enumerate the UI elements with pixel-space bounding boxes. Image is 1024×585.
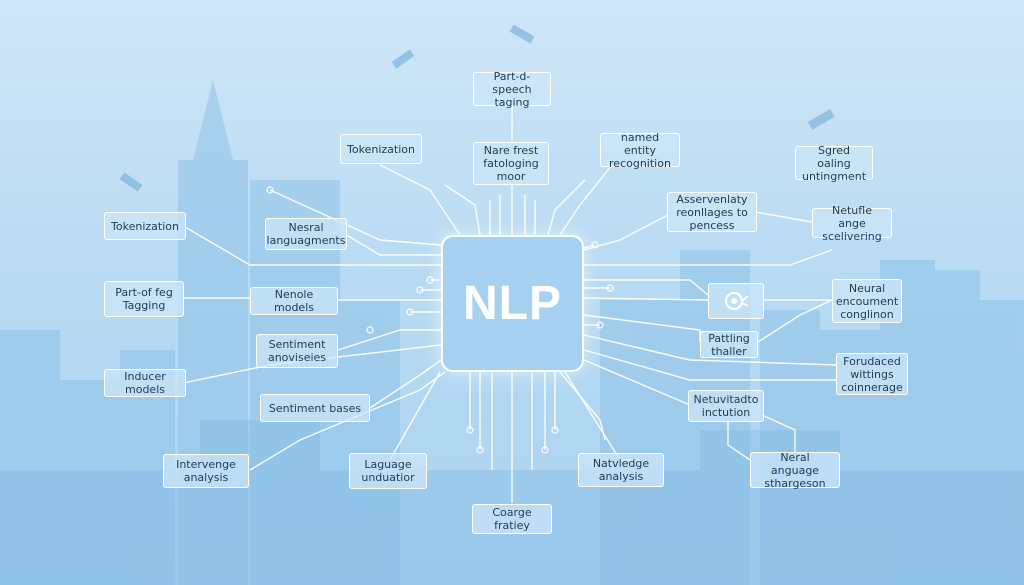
node-nenole-models: Nenole models — [250, 287, 338, 315]
node-pos-top: Part-d-speech taging — [473, 70, 551, 109]
node-ner: named entity recognition — [600, 131, 680, 170]
node-center-top: Nare frest fatologing moor — [473, 142, 549, 185]
node-natvledge: Natvledge analysis — [578, 453, 664, 487]
node-netufle: Netufle ange scelivering — [812, 204, 892, 243]
nlp-hub: NLP — [441, 235, 584, 372]
node-pattling: Pattling thaller — [700, 331, 758, 358]
node-forudaced: Forudaced wittings coinnerage — [836, 353, 908, 395]
node-pos-left: Part-of feg Tagging — [104, 281, 184, 317]
node-inducer-models: Inducer models — [104, 369, 186, 397]
node-netuvitadto: Netuvitadto inctution — [688, 390, 764, 422]
node-adversarial: Asservenlaty reonllages to pencess — [667, 192, 757, 232]
node-neral-anguage: Neral anguage sthargeson — [750, 451, 840, 490]
at-sign-icon — [708, 283, 764, 319]
node-sentiment-analysis: Sentiment anoviseies — [256, 334, 338, 368]
node-tokenization-left: Tokenization — [104, 212, 186, 240]
node-intervenge: Intervenge analysis — [163, 454, 249, 488]
node-neural-languagments: Nesral languagments — [265, 218, 347, 250]
node-tokenization-top: Tokenization — [340, 134, 422, 164]
node-sentiment-bases: Sentiment bases — [260, 394, 370, 422]
node-signed-calling: Sgred oaling untingment — [795, 144, 873, 183]
at-sign-glyph — [724, 291, 749, 311]
node-neural-encounment: Neural encoument conglinon — [832, 279, 902, 323]
node-coarge: Coarge fratiey — [472, 504, 552, 534]
node-language-unduation: Laguage unduatior — [349, 453, 427, 489]
hub-label: NLP — [463, 277, 562, 330]
connector-dots — [266, 186, 614, 454]
satellite-icon — [119, 24, 835, 192]
connectors — [182, 106, 837, 503]
